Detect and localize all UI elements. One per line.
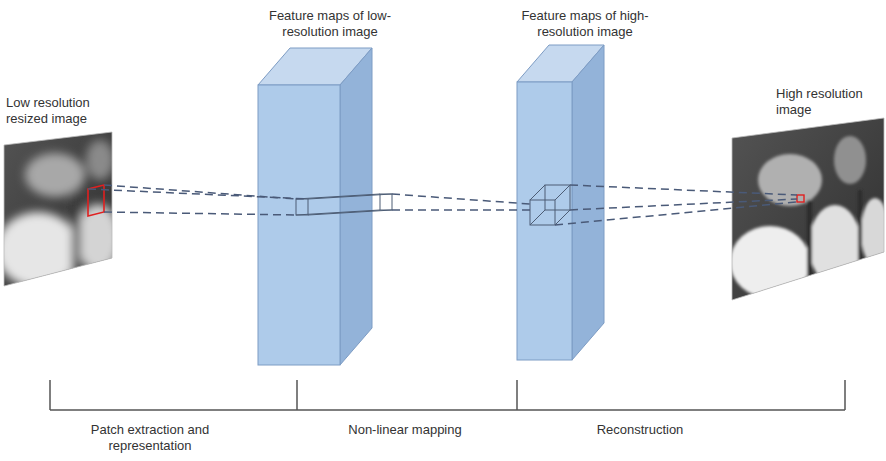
feature-block bbox=[517, 45, 604, 360]
box-face bbox=[545, 185, 570, 210]
tooth-gap bbox=[807, 200, 812, 300]
block-front bbox=[517, 82, 572, 360]
bracket-tick bbox=[49, 380, 51, 410]
block-side bbox=[340, 48, 372, 365]
tooth-shapes bbox=[0, 140, 120, 288]
bracket-line bbox=[50, 409, 845, 411]
image-stage: Feature maps of high-resolution image bbox=[515, 8, 655, 39]
tooth bbox=[730, 226, 810, 298]
box-edge bbox=[555, 210, 570, 225]
projection-line bbox=[392, 194, 530, 204]
projection-line bbox=[570, 185, 797, 195]
stage-caption: Patch extraction and representation bbox=[75, 422, 225, 453]
filter-cube bbox=[530, 185, 570, 225]
box-edge bbox=[530, 210, 545, 225]
box-edge bbox=[308, 210, 392, 215]
box-face bbox=[530, 200, 555, 225]
box-edge bbox=[308, 194, 392, 199]
projection-line bbox=[392, 209, 530, 211]
image-frame bbox=[732, 118, 884, 300]
feature-block bbox=[258, 48, 372, 365]
tooth-root bbox=[86, 140, 114, 180]
image-stage: Low resolution resized image bbox=[6, 95, 106, 126]
box-face bbox=[380, 194, 392, 210]
bracket-tick bbox=[296, 380, 298, 410]
high-res-xray bbox=[728, 110, 886, 305]
box-edge bbox=[296, 194, 380, 199]
box-face bbox=[296, 199, 308, 215]
image-stage: High resolution image bbox=[776, 86, 880, 117]
image-frame bbox=[4, 132, 112, 286]
stage-caption: Reconstruction bbox=[570, 422, 710, 438]
low-res-xray bbox=[0, 120, 120, 290]
patch-marker bbox=[797, 195, 804, 202]
block-side bbox=[572, 45, 604, 360]
tooth-root bbox=[834, 136, 866, 184]
filter-box bbox=[296, 194, 392, 215]
stage-bracket bbox=[50, 380, 845, 410]
projection-lines bbox=[88, 185, 797, 225]
box-edge bbox=[530, 185, 545, 200]
projection-line bbox=[104, 185, 296, 199]
projection-line bbox=[104, 212, 296, 215]
stage-heading: Low resolution resized image bbox=[6, 95, 106, 126]
projection-line bbox=[88, 189, 308, 199]
stage-heading: Feature maps of high-resolution image bbox=[515, 8, 655, 39]
stage-caption: Non-linear mapping bbox=[325, 422, 485, 438]
box-edge bbox=[296, 210, 380, 215]
bracket-tick bbox=[844, 380, 846, 410]
projection-line bbox=[570, 199, 797, 210]
stage-heading: High resolution image bbox=[776, 86, 880, 117]
xray-ground bbox=[728, 110, 886, 305]
bracket-tick bbox=[516, 380, 518, 410]
tooth-shapes bbox=[730, 136, 886, 300]
tooth bbox=[861, 198, 886, 266]
block-front bbox=[258, 85, 340, 365]
stage-heading: Feature maps of low-resolution image bbox=[260, 8, 400, 39]
tooth-gap bbox=[858, 190, 862, 290]
tooth-root bbox=[758, 154, 822, 206]
image-stage: Feature maps of low-resolution image bbox=[260, 8, 400, 39]
box-edge bbox=[555, 185, 570, 200]
